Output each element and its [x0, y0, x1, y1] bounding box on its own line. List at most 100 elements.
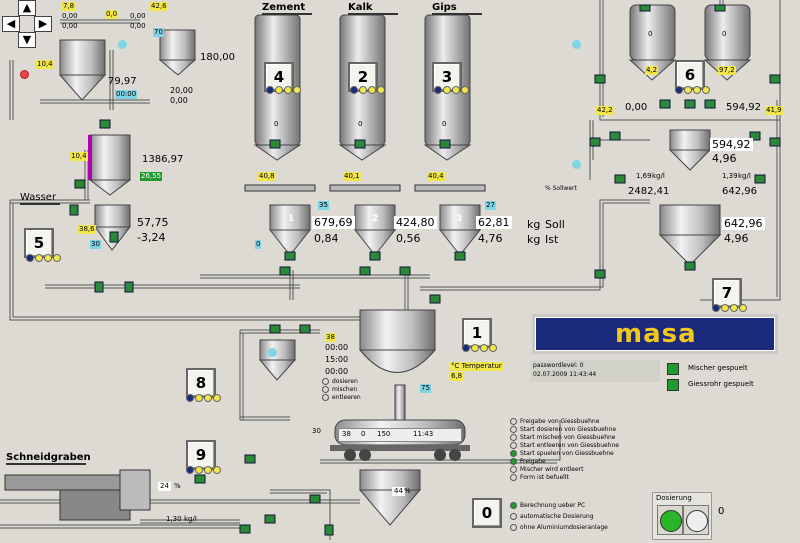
- weigher-set-1: 0,84: [314, 232, 339, 245]
- mixer-leds-8: [186, 394, 222, 402]
- nav-pad: ▲ ◀ ▶ ▼: [2, 0, 52, 48]
- off-light-icon: [686, 510, 708, 532]
- value-7-8: 7,8: [62, 2, 76, 11]
- right-leds-7: [712, 304, 748, 312]
- schneid-pct-unit: %: [174, 482, 181, 490]
- flow2: 1,39: [722, 172, 738, 180]
- temp-label: °C Temperatur: [450, 362, 503, 371]
- silo-scale-2: 40,1: [343, 172, 361, 181]
- weigher-set-3: 4,76: [478, 232, 503, 245]
- wasser-number-button[interactable]: 5: [24, 228, 54, 258]
- arrow-right-icon[interactable]: ▶: [34, 16, 52, 32]
- value-79-97: 79,97: [108, 76, 137, 87]
- bottom-pct-unit: %: [404, 487, 411, 495]
- heater-y1: 10,4: [70, 152, 88, 161]
- wasser-label: Wasser: [20, 192, 60, 205]
- status2-item: Freigabe: [510, 458, 584, 466]
- mixer-c30: 30: [312, 427, 321, 435]
- status2-item-label: Mischer wird entleert: [520, 466, 584, 473]
- option-auto-dosierung[interactable]: automatische Dosierung: [510, 511, 608, 522]
- right-number-6[interactable]: 6: [675, 60, 705, 90]
- ist-unit: kg: [527, 233, 541, 246]
- option-berechnung-label: Berechnung ueber PC: [520, 502, 586, 509]
- wasser-c1: 30: [90, 240, 101, 249]
- bottom-number-0[interactable]: 0: [472, 498, 502, 528]
- soll-unit: kg: [527, 218, 541, 231]
- tank-a-level: 0: [648, 30, 653, 38]
- dosierung-stop-button[interactable]: [683, 505, 709, 535]
- datetime: 02.07.2009 11:43:44: [533, 371, 597, 378]
- status-item-label: Freigabe von Giessbuehne: [520, 418, 600, 425]
- arrow-down-icon[interactable]: ▼: [18, 32, 36, 48]
- flow1: 1,69: [636, 172, 652, 180]
- step-entleeren: entleeren: [322, 394, 361, 402]
- silo-scale-4: 40,8: [258, 172, 276, 181]
- weigher-code-3: 27: [485, 201, 496, 210]
- silo-level-4: 0: [274, 120, 279, 128]
- bottom-pct: 44: [392, 487, 405, 496]
- weigher-value-1: 679,69: [312, 216, 355, 229]
- status2-item: Form ist befuellt: [510, 474, 584, 482]
- right-number-7[interactable]: 7: [712, 278, 742, 308]
- temp-value: 6,8: [450, 372, 464, 381]
- right-y42: 42,2: [596, 106, 614, 115]
- option-auto-dosierung-label: automatische Dosierung: [520, 513, 594, 520]
- arrow-up-icon[interactable]: ▲: [18, 0, 36, 16]
- mixer-steps: dosieren mischen entleeren: [322, 378, 361, 402]
- silo-level-2: 0: [358, 120, 363, 128]
- option-ohne-alu-label: ohne Aluminiumdosieranlage: [520, 524, 608, 531]
- heater-value: 1386,97: [142, 154, 184, 165]
- sollwert-label: % Sollwert: [545, 185, 577, 192]
- mischer-label: Mischer gespuelt: [688, 364, 748, 372]
- value-0-00-d: 0,00: [130, 12, 146, 20]
- dosierung-start-button[interactable]: [657, 505, 683, 535]
- value-0-00-b: 0,00: [62, 22, 78, 30]
- value-0-00-e: 0,00: [130, 22, 146, 30]
- value-10-4-top: 10,4: [36, 60, 54, 69]
- mischer-indicator: [667, 363, 679, 375]
- status-item-label: Start dosieren von Giessbuehne: [520, 426, 617, 433]
- weigher-code-2: 35: [318, 201, 329, 210]
- arrow-left-icon[interactable]: ◀: [2, 16, 20, 32]
- value-0-00-a: 0,00: [62, 12, 78, 20]
- silo-label-kalk: Kalk: [348, 2, 398, 15]
- tank-b-yellow: 97,2: [718, 66, 736, 75]
- status-list: Freigabe von Giessbuehne Start dosieren …: [510, 418, 619, 458]
- schneid-leds-9: [186, 466, 222, 474]
- option-ohne-alu[interactable]: ohne Aluminiumdosieranlage: [510, 522, 608, 533]
- silo-scale-3: 40,4: [427, 172, 445, 181]
- options-list: Berechnung ueber PC automatische Dosieru…: [510, 500, 608, 533]
- truck-d4: 11:43: [413, 430, 434, 438]
- schneid-pct: 24: [158, 482, 171, 491]
- status-led: [20, 70, 29, 79]
- right-val-496-a: 4,96: [712, 152, 737, 165]
- option-berechnung[interactable]: Berechnung ueber PC: [510, 500, 608, 511]
- truck-d1: 38: [342, 430, 351, 438]
- status2-item: Mischer wird entleert: [510, 466, 584, 474]
- logo-text: masa: [615, 319, 697, 349]
- ist-label: Ist: [545, 233, 559, 246]
- dosierung-state: 0: [718, 506, 725, 517]
- status-led: [118, 40, 127, 49]
- time-00-00: 00:00: [115, 90, 138, 99]
- info-panel: passwordlevel: 0 02.07.2009 11:43:44: [530, 360, 660, 382]
- weigher-value-3: 62,81: [476, 216, 512, 229]
- mixer-time2: 15:00: [325, 355, 349, 364]
- dosierung-panel: Dosierung: [652, 492, 712, 540]
- masa-logo: masa: [532, 314, 778, 354]
- schneid-flow-unit: kg/l: [184, 515, 197, 523]
- status-led: [268, 348, 277, 357]
- status-item-label: Start spuelen von Giessbuehne: [520, 450, 614, 457]
- status2-item-label: Freigabe: [520, 458, 546, 465]
- mixer-c75: 75: [420, 384, 431, 393]
- mixer-number-1[interactable]: 1: [462, 318, 492, 348]
- mixer-leds-1: [462, 344, 498, 352]
- step-dosieren-label: dosieren: [332, 378, 358, 385]
- value-42-6: 42,6: [150, 2, 168, 11]
- weigher-num-1: 1: [288, 214, 295, 224]
- right-val-496-b: 4,96: [724, 232, 749, 245]
- value-0-00-c: 0,00: [170, 96, 188, 105]
- schneid-label: Schneidgraben: [6, 452, 91, 465]
- wasser-value2: -3,24: [137, 231, 166, 244]
- right-val-594-a: 594,92: [726, 102, 761, 113]
